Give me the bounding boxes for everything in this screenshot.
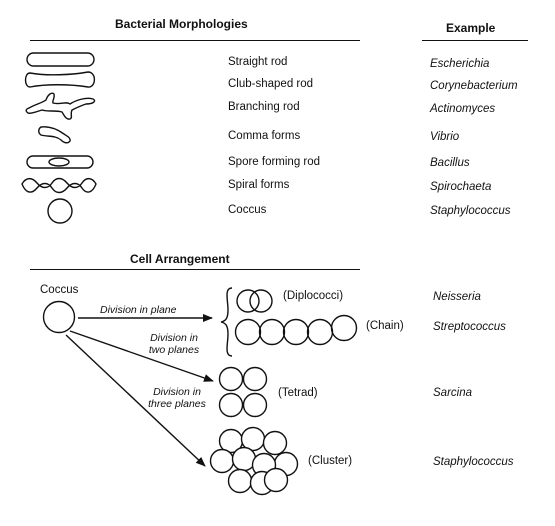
arrow-division-two-planes (70, 331, 214, 382)
comma-form-icon (39, 127, 70, 143)
arrangement-rule (30, 269, 360, 270)
diplococci-shape (237, 290, 272, 312)
division-two-planes-line: Division in (150, 332, 198, 344)
curly-brace (221, 288, 232, 356)
coccus-icon (48, 199, 72, 223)
morphology-example: Vibrio (430, 131, 460, 143)
morphology-label: Comma forms (228, 130, 301, 142)
morphology-example: Staphylococcus (430, 205, 511, 217)
arrangement-example: Staphylococcus (433, 456, 514, 468)
morphologies-rule (30, 40, 360, 41)
morphology-example: Bacillus (430, 157, 470, 169)
division-three-planes-label: Division in three planes (146, 386, 208, 410)
division-in-plane-label: Division in plane (100, 304, 177, 316)
arrangement-header: Cell Arrangement (130, 252, 230, 266)
tetrad-shape (220, 368, 267, 417)
branching-rod-icon (26, 93, 94, 119)
arrangement-example: Streptococcus (433, 321, 506, 333)
tetrad-label: (Tetrad) (278, 387, 318, 399)
source-coccus-circle (44, 302, 75, 333)
morphology-label: Straight rod (228, 56, 288, 68)
example-header: Example (446, 21, 496, 35)
morphology-example: Escherichia (430, 58, 490, 70)
straight-rod-icon (27, 53, 94, 66)
division-two-planes-line: two planes (148, 344, 200, 356)
morphology-example: Corynebacterium (430, 80, 518, 92)
morphology-label: Club-shaped rod (228, 78, 314, 90)
chain-label: (Chain) (366, 320, 404, 332)
cluster-label: (Cluster) (308, 455, 353, 467)
example-rule (422, 40, 528, 41)
division-three-planes-line: Division in (153, 386, 201, 398)
arrow-division-three-planes (66, 335, 206, 467)
morphologies-header: Bacterial Morphologies (115, 17, 248, 31)
club-shaped-rod-icon (26, 72, 95, 87)
morphology-label: Coccus (228, 204, 267, 216)
spore-forming-rod-icon (27, 156, 93, 168)
morphology-example: Actinomyces (430, 103, 496, 115)
spiral-form-icon (22, 179, 96, 193)
division-two-planes-label: Division in two planes (144, 332, 204, 356)
division-three-planes-line: three planes (148, 398, 206, 410)
morphology-example: Spirochaeta (430, 181, 492, 193)
morphology-label: Branching rod (228, 101, 300, 113)
cluster-shape (211, 428, 298, 495)
morphology-label: Spore forming rod (228, 156, 321, 168)
coccus-source-label: Coccus (40, 284, 79, 296)
diplococci-label: (Diplococci) (283, 290, 344, 302)
arrangement-example: Sarcina (433, 387, 472, 399)
chain-shape (236, 316, 357, 345)
morphology-label: Spiral forms (228, 179, 290, 191)
arrangement-example: Neisseria (433, 291, 481, 303)
